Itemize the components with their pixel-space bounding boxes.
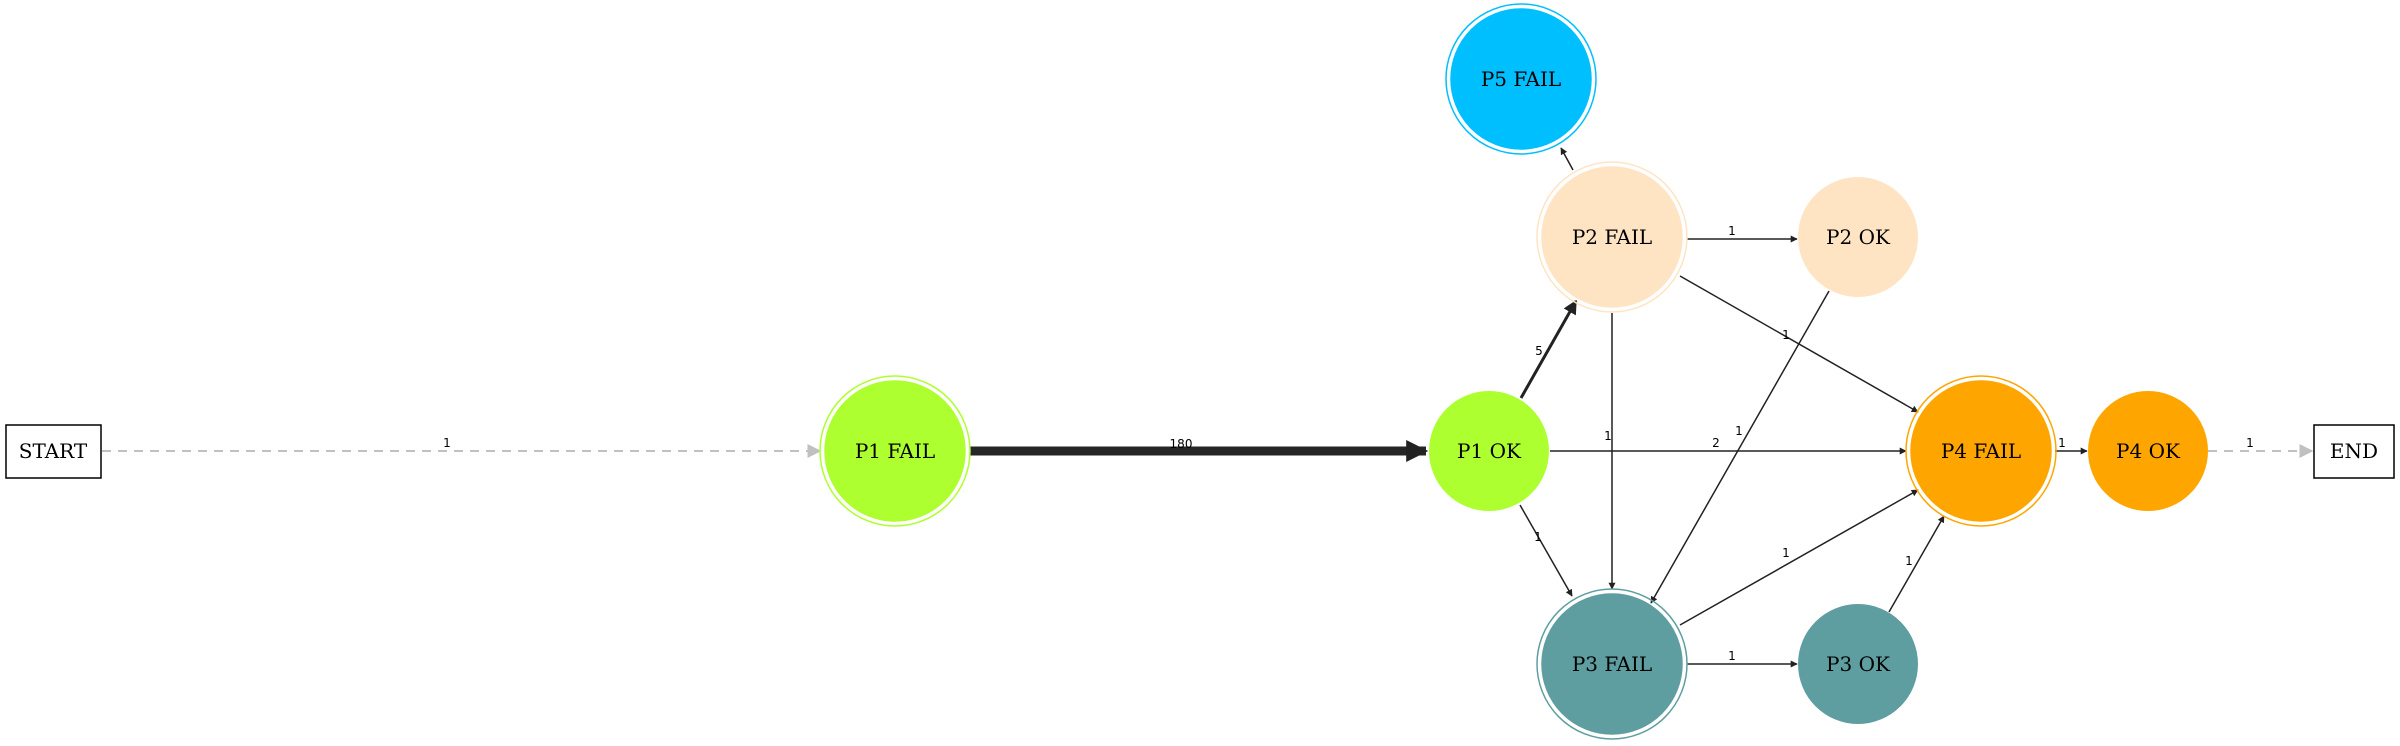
node-p2-ok: P2 OK bbox=[1798, 177, 1918, 297]
node-label: P2 FAIL bbox=[1572, 225, 1652, 249]
node-label: P4 OK bbox=[2116, 439, 2181, 463]
edge-p2-fail-to-p5-fail bbox=[1560, 147, 1574, 171]
edge-label: 1 bbox=[443, 436, 451, 450]
edge-p2-ok-to-p3-fail: 1 bbox=[1650, 290, 1830, 604]
nodes: START P1 FAIL P1 OK P5 FAIL P2 FAIL bbox=[5, 3, 2395, 740]
edge-p1-fail-to-p1-ok: 180 bbox=[970, 437, 1429, 462]
node-p2-fail: P2 FAIL bbox=[1536, 161, 1688, 313]
edge-label: 5 bbox=[1535, 344, 1543, 358]
edge-p4-ok-to-end: 1 bbox=[2208, 436, 2314, 458]
edge-label: 1 bbox=[1905, 554, 1913, 568]
node-p4-fail: P4 FAIL bbox=[1905, 375, 2057, 527]
node-label: P1 FAIL bbox=[855, 439, 935, 463]
edge-p1-ok-to-p2-fail: 5 bbox=[1519, 299, 1578, 399]
node-p4-ok: P4 OK bbox=[2088, 391, 2208, 511]
node-start: START bbox=[5, 424, 102, 479]
node-label: START bbox=[19, 439, 88, 463]
node-end: END bbox=[2313, 424, 2395, 479]
edge-p3-fail-to-p3-ok: 1 bbox=[1687, 649, 1798, 668]
node-p1-fail: P1 FAIL bbox=[819, 375, 971, 527]
edge-p3-fail-to-p4-fail: 1 bbox=[1679, 489, 1919, 626]
edges: 1 180 5 2 1 1 bbox=[102, 147, 2314, 668]
edge-p2-fail-to-p3-fail: 1 bbox=[1604, 313, 1616, 590]
edge-p3-ok-to-p4-fail: 1 bbox=[1888, 515, 1945, 613]
node-label: P2 OK bbox=[1826, 225, 1891, 249]
edge-label: 1 bbox=[1782, 546, 1790, 560]
edge-label: 1 bbox=[2246, 436, 2254, 450]
edge-label: 1 bbox=[2058, 436, 2066, 450]
node-p5-fail: P5 FAIL bbox=[1445, 3, 1597, 155]
edge-p4-fail-to-p4-ok: 1 bbox=[2055, 436, 2088, 455]
node-p1-ok: P1 OK bbox=[1429, 391, 1549, 511]
edge-start-to-p1-fail: 1 bbox=[102, 436, 822, 458]
node-label: END bbox=[2330, 439, 2378, 463]
node-p3-fail: P3 FAIL bbox=[1536, 588, 1688, 740]
edge-label: 1 bbox=[1782, 328, 1790, 342]
edge-p2-fail-to-p2-ok: 1 bbox=[1687, 224, 1798, 243]
edge-p1-ok-to-p4-fail: 2 bbox=[1550, 436, 1907, 455]
edge-label: 1 bbox=[1534, 530, 1542, 544]
edge-label: 1 bbox=[1735, 424, 1743, 438]
node-label: P3 FAIL bbox=[1572, 652, 1652, 676]
edge-p1-ok-to-p3-fail: 1 bbox=[1519, 504, 1573, 597]
node-label: P5 FAIL bbox=[1481, 67, 1561, 91]
node-label: P4 FAIL bbox=[1941, 439, 2021, 463]
edge-label: 1 bbox=[1728, 224, 1736, 238]
node-label: P1 OK bbox=[1457, 439, 1522, 463]
node-label: P3 OK bbox=[1826, 652, 1891, 676]
node-p3-ok: P3 OK bbox=[1798, 604, 1918, 724]
edge-label: 1 bbox=[1604, 429, 1612, 443]
edge-label: 180 bbox=[1170, 437, 1193, 451]
edge-label: 1 bbox=[1728, 649, 1736, 663]
edge-label: 2 bbox=[1712, 436, 1720, 450]
